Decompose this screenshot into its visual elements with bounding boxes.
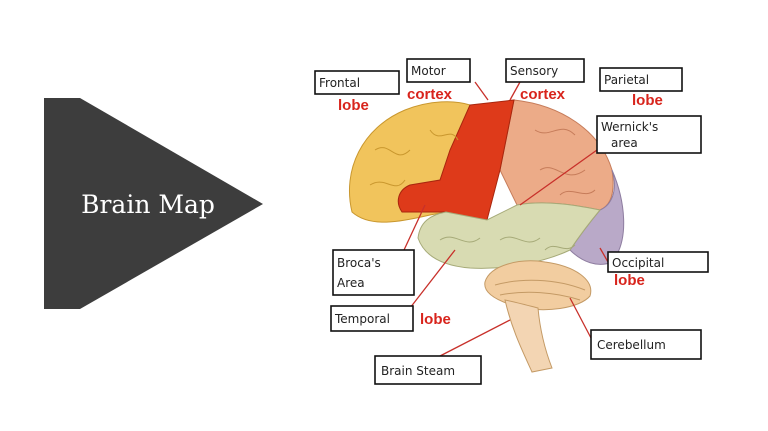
brain-stem-leader [439,319,511,357]
temporal-leader [409,249,456,309]
occipital-leader [599,247,609,263]
sensory-printed-label: cortex [520,86,566,103]
svg-text:Area: Area [337,276,365,290]
svg-text:area: area [611,136,638,150]
svg-text:Motor: Motor [411,64,446,78]
frontal-printed-label: lobe [338,97,369,114]
occipital-printed-label: lobe [614,272,645,289]
motor-printed-label: cortex [407,86,453,103]
svg-text:Temporal: Temporal [334,312,390,326]
pentagon-arrow [44,98,263,309]
brain-stem-label: Brain Steam [374,355,482,385]
svg-text:Frontal: Frontal [319,76,360,90]
broca-leader [403,204,426,251]
parietal-label: Parietal [599,67,683,92]
slide-title: Brain Map [81,190,215,219]
parietal-printed-label: lobe [632,92,663,109]
motor-leader [474,81,489,101]
svg-text:Brain Steam: Brain Steam [381,364,455,378]
svg-text:Parietal: Parietal [604,73,649,87]
cerebellum [484,260,592,311]
broca-label: Broca's Area [332,249,415,296]
cerebellum-leader [569,297,592,339]
wernicke-label: Wernick's area [596,115,702,154]
occipital-label: Occipital [607,251,709,273]
temporal-printed-label: lobe [420,311,451,328]
svg-text:Occipital: Occipital [612,256,664,270]
sensory-leader [509,81,521,101]
wernicke-leader [519,149,598,206]
frontal-label: Frontal [314,70,400,95]
temporal-lobe [417,202,601,269]
parietal-lobe [499,99,614,211]
sensory-label: Sensory [505,58,585,83]
cerebellum-label: Cerebellum [590,329,702,360]
svg-text:Cerebellum: Cerebellum [597,338,666,352]
brain-stem [504,299,553,373]
svg-text:Wernick's: Wernick's [601,120,658,134]
motor-label: Motor [406,58,471,83]
temporal-label: Temporal [330,305,414,332]
svg-text:Sensory: Sensory [510,64,558,78]
svg-text:Broca's: Broca's [337,256,381,270]
